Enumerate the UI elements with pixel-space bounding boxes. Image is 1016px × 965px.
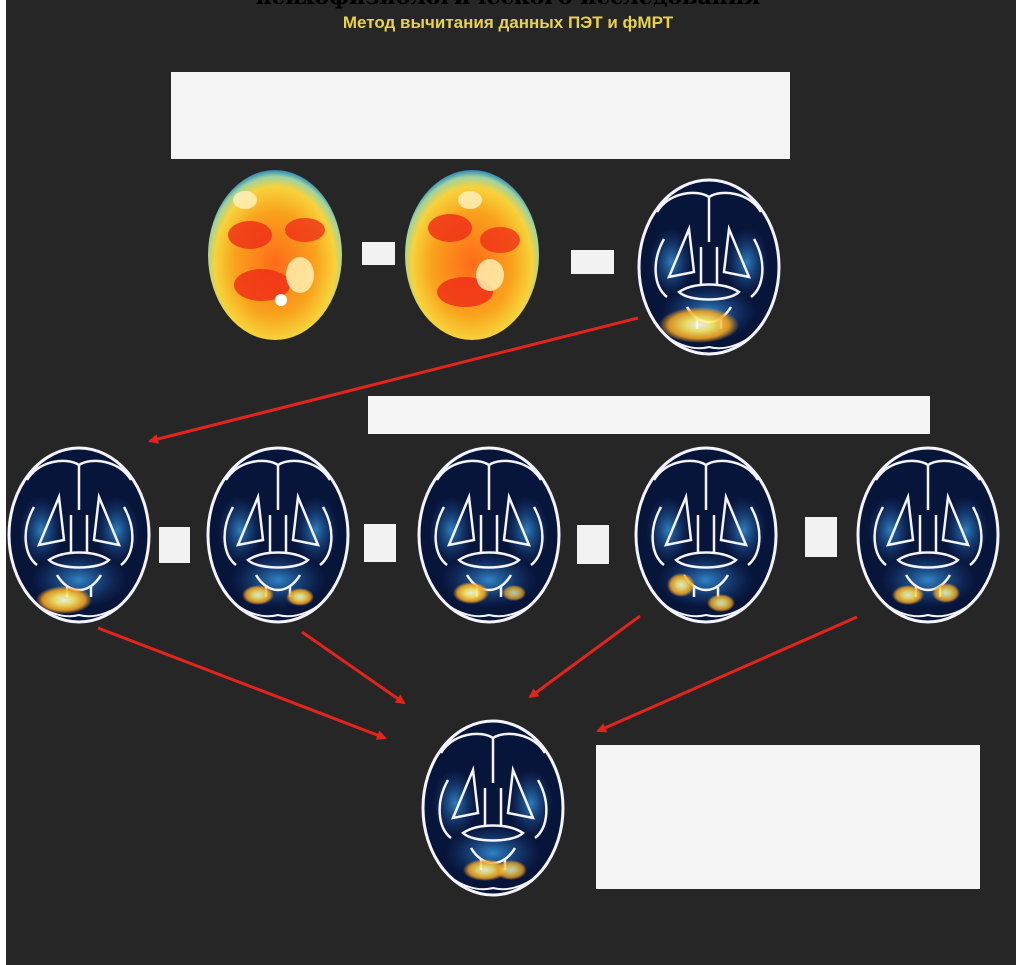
- minus-sign-5: [577, 525, 609, 564]
- minus-sign-3: [159, 527, 190, 563]
- page-title: психофизиологического исследования: [0, 0, 1016, 10]
- diagram-subtitle: Метод вычитания данных ПЭТ и фМРТ: [342, 13, 674, 32]
- fmri-slice-5: [856, 446, 1000, 624]
- fmri-slice-2: [206, 446, 350, 624]
- fmri-difference-slice: [637, 178, 781, 356]
- red-arrow-icon: [148, 316, 639, 444]
- red-arrow-icon: [301, 630, 406, 705]
- red-arrow-icon: [528, 614, 641, 699]
- minus-sign-4: [364, 524, 396, 562]
- result-label-box: [596, 745, 980, 889]
- minus-sign-1: [362, 242, 395, 265]
- pet-scan-baseline: [208, 170, 342, 340]
- red-arrows: [97, 316, 858, 740]
- minus-sign-2: [571, 250, 614, 274]
- fmri-slice-3: [417, 446, 561, 624]
- pet-scan-task: [405, 170, 539, 340]
- fmri-slice-1: [7, 446, 151, 624]
- middle-label-box: [368, 396, 930, 434]
- fmri-average-slice: [421, 719, 565, 897]
- fmri-slice-4: [634, 446, 778, 624]
- minus-sign-6: [805, 517, 837, 557]
- red-arrow-icon: [596, 615, 858, 733]
- top-label-box: [171, 72, 790, 159]
- red-arrow-icon: [97, 626, 387, 740]
